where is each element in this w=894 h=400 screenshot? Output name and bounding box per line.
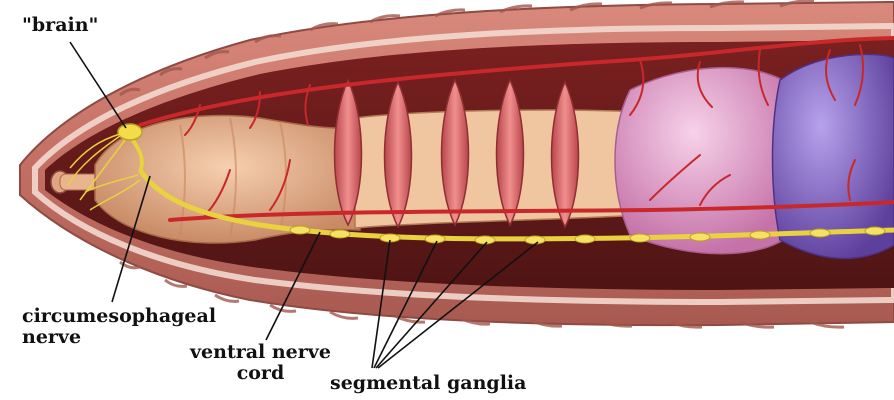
ganglion <box>290 226 310 234</box>
ganglion <box>525 236 545 244</box>
label-circumesophageal-line1: circumesophageal <box>22 306 216 327</box>
label-circumesophageal-line2: nerve <box>22 327 216 348</box>
ganglion <box>425 235 445 243</box>
ganglion <box>810 229 830 237</box>
ganglion <box>330 230 350 238</box>
label-ventral-line2: cord <box>190 363 331 384</box>
label-circumesophageal-nerve: circumesophageal nerve <box>22 306 216 348</box>
ganglion <box>475 236 495 244</box>
ganglion <box>575 235 595 243</box>
ganglion <box>630 234 650 242</box>
cerebral-ganglion <box>118 124 142 140</box>
label-segmental-ganglia: segmental ganglia <box>330 373 526 394</box>
label-ventral-nerve-cord: ventral nerve cord <box>190 342 331 384</box>
label-brain: "brain" <box>22 15 98 36</box>
ganglion <box>690 233 710 241</box>
label-ventral-line1: ventral nerve <box>190 342 331 363</box>
ganglion <box>865 227 885 235</box>
ganglion <box>750 231 770 239</box>
